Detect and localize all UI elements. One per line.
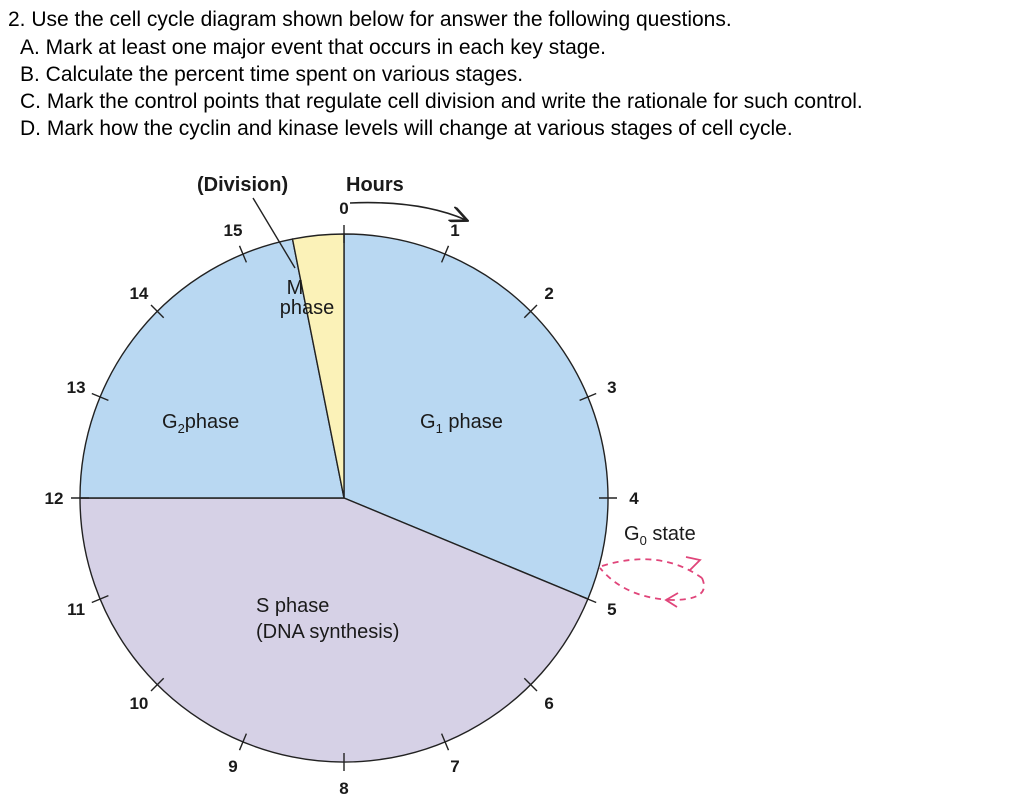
question-main: 2. Use the cell cycle diagram shown belo… <box>8 8 732 31</box>
question-part-d: D. Mark how the cyclin and kinase levels… <box>20 117 793 140</box>
phase-sectors <box>79 233 609 763</box>
hour-label-5: 5 <box>607 600 616 619</box>
question-part-a: A. Mark at least one major event that oc… <box>20 36 606 59</box>
hour-label-8: 8 <box>339 779 348 798</box>
g2-phase-sector <box>79 238 345 499</box>
hour-tick-2 <box>523 304 538 319</box>
hours-label: Hours <box>346 174 404 196</box>
hour-label-7: 7 <box>450 757 459 776</box>
hour-label-12: 12 <box>45 489 64 508</box>
hour-tick-15 <box>238 245 248 263</box>
s-phase-label: S phase <box>256 595 329 617</box>
hours-direction-arrow <box>349 201 466 220</box>
g2-phase-label: G2phase <box>162 411 239 436</box>
hour-tick-10 <box>150 677 165 692</box>
hour-tick-14 <box>150 304 165 319</box>
hour-label-10: 10 <box>129 694 148 713</box>
hour-tick-7 <box>440 733 450 751</box>
g0-state-label: G0 state <box>624 523 696 548</box>
g1-phase-sector <box>343 233 609 600</box>
s-phase-label-2: (DNA synthesis) <box>256 621 399 643</box>
hour-label-1: 1 <box>450 221 459 240</box>
hour-label-15: 15 <box>224 221 243 240</box>
hour-tick-13 <box>91 392 109 402</box>
question-part-b: B. Calculate the percent time spent on v… <box>20 63 524 86</box>
hour-ticks <box>71 225 617 771</box>
division-pointer <box>252 197 296 269</box>
hour-label-3: 3 <box>607 378 616 397</box>
m-phase-label: M <box>287 277 304 299</box>
hour-tick-9 <box>238 733 248 751</box>
hour-label-6: 6 <box>544 694 553 713</box>
hour-label-11: 11 <box>67 600 85 619</box>
g1-phase-label: G1 phase <box>420 411 503 436</box>
hour-label-4: 4 <box>629 489 639 508</box>
m-phase-label-2: phase <box>280 297 335 319</box>
hour-label-9: 9 <box>228 757 237 776</box>
hour-tick-5 <box>579 594 597 604</box>
hour-tick-6 <box>523 677 538 692</box>
hour-tick-11 <box>91 594 109 604</box>
hour-label-0: 0 <box>339 199 348 218</box>
division-label: (Division) <box>197 174 288 196</box>
g0-loop-arrow <box>599 556 705 608</box>
hour-tick-3 <box>579 392 597 402</box>
hour-label-14: 14 <box>129 284 148 303</box>
hour-label-2: 2 <box>544 284 553 303</box>
hour-label-13: 13 <box>67 378 86 397</box>
hour-tick-1 <box>440 245 450 263</box>
question-part-c: C. Mark the control points that regulate… <box>20 90 863 113</box>
